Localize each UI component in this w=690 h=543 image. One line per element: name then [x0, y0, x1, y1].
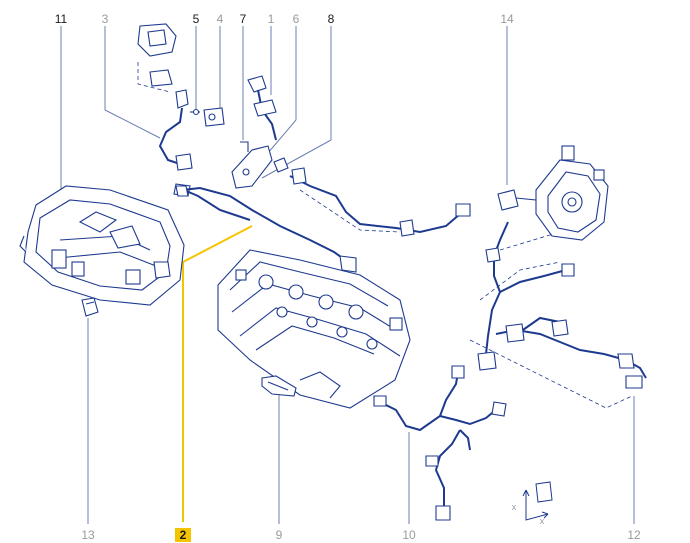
- fuel-pump-part: [497, 145, 609, 241]
- lower-harness-part: [379, 371, 499, 508]
- orientation-glyph: [522, 481, 553, 521]
- harness-right-part: [289, 175, 461, 234]
- callout-12[interactable]: 12: [627, 528, 641, 542]
- callout-13[interactable]: 13: [81, 528, 95, 542]
- right-harness-part: [485, 221, 647, 379]
- callout-1[interactable]: 1: [267, 12, 275, 26]
- callout-5[interactable]: 5: [192, 12, 200, 26]
- callout-9[interactable]: 9: [275, 528, 283, 542]
- leader-2-highlight: [182, 225, 253, 522]
- callout-4[interactable]: 4: [216, 12, 224, 26]
- bracket-part: [190, 107, 225, 127]
- callout-10[interactable]: 10: [402, 528, 416, 542]
- callout-11[interactable]: 11: [54, 12, 68, 26]
- main-harness-connectors: [175, 185, 357, 273]
- sensor-part: [137, 23, 193, 197]
- main-harness-part: [181, 186, 349, 263]
- callout-3[interactable]: 3: [101, 12, 109, 26]
- pipe-part: [231, 75, 289, 189]
- callout-14[interactable]: 14: [500, 12, 514, 26]
- callout-8[interactable]: 8: [327, 12, 335, 26]
- axis-letter-x-right: x: [539, 516, 545, 526]
- leader-lines: [60, 26, 635, 524]
- axis-letter-x-left: x: [511, 502, 517, 512]
- lower-harness-connectors: [373, 365, 507, 521]
- callout-6[interactable]: 6: [292, 12, 300, 26]
- small-bracket-part: [261, 375, 297, 397]
- leader-8-b: [261, 139, 332, 179]
- leader-3-b: [104, 109, 161, 139]
- clip-part: [81, 297, 99, 317]
- engine-cover-part: [19, 185, 185, 306]
- callout-7[interactable]: 7: [239, 12, 247, 26]
- callout-2[interactable]: 2: [175, 528, 191, 542]
- harness-right-connectors: [291, 167, 471, 237]
- cylinder-head-part: [217, 249, 411, 409]
- right-harness-connectors: [477, 247, 643, 389]
- assembly-lines: [137, 62, 633, 409]
